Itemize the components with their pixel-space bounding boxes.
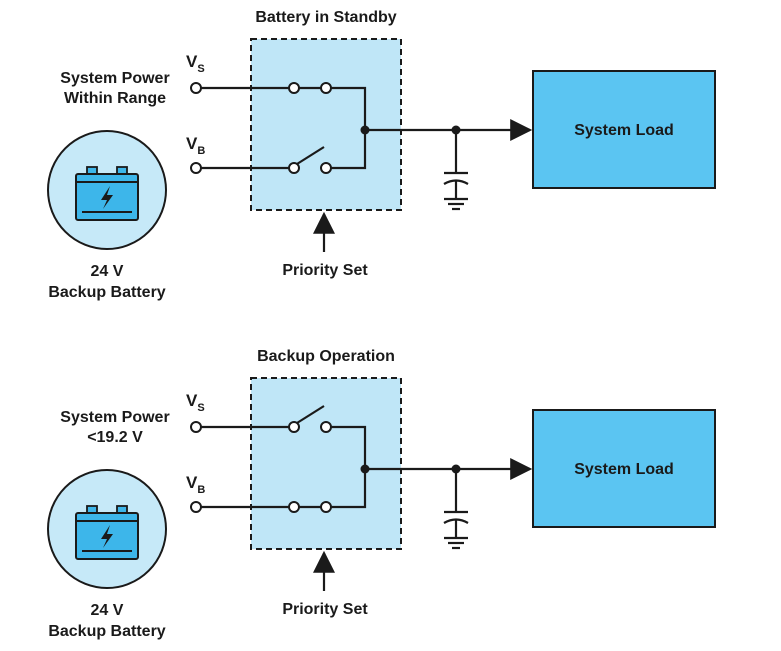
vb-terminal [190, 501, 202, 513]
system-load-label: System Load [574, 461, 674, 478]
vb-switch-open [296, 146, 325, 165]
priority-set-label: Priority Set [282, 262, 368, 279]
priority-switch-box [250, 377, 402, 550]
panel-title: Battery in Standby [255, 9, 396, 26]
vs-terminal [190, 82, 202, 94]
battery-label-line1: 24 V [91, 602, 124, 619]
source-label-line1: System Power [60, 409, 169, 426]
source-label-line1: System Power [60, 70, 169, 87]
vb-terminal [190, 162, 202, 174]
battery-label-line2: Backup Battery [48, 623, 165, 640]
system-load-box [532, 409, 716, 528]
capacitor-ground-icon [443, 469, 469, 550]
panel-title: Backup Operation [257, 348, 395, 365]
source-label-line2: Within Range [64, 90, 166, 107]
priority-switch-box [250, 38, 402, 211]
priority-set-label: Priority Set [282, 601, 368, 618]
battery-label-line1: 24 V [91, 263, 124, 280]
panel-battery-standby: Battery in Standby VS VB System Power Wi… [47, 9, 716, 301]
vb-label: VB [186, 473, 205, 496]
battery-icon [47, 469, 167, 589]
battery-icon [47, 130, 167, 250]
source-label-line2: <19.2 V [87, 429, 143, 446]
battery-label-line2: Backup Battery [48, 284, 165, 301]
panel-backup-operation: Backup Operation VS VB System Power <19.… [47, 348, 716, 640]
vs-terminal [190, 421, 202, 433]
vs-label: VS [186, 391, 205, 414]
vs-switch-open [296, 405, 325, 424]
capacitor-ground-icon [443, 130, 469, 211]
vb-label: VB [186, 134, 205, 157]
system-load-box [532, 70, 716, 189]
system-load-label: System Load [574, 122, 674, 139]
vs-label: VS [186, 52, 205, 75]
